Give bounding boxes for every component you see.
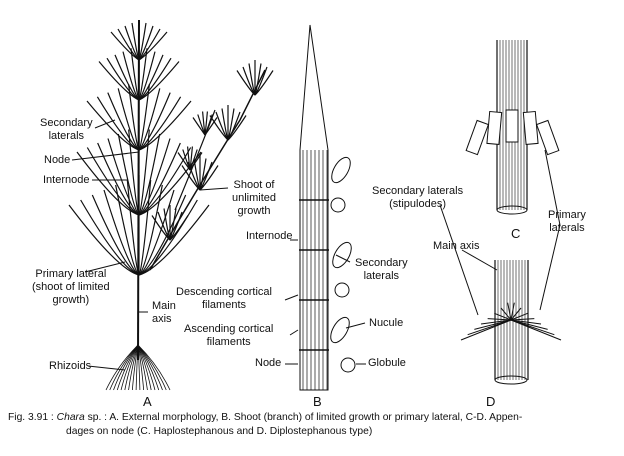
- axis-d: [494, 260, 529, 380]
- primary-lateral-branch: [128, 84, 140, 151]
- label-node-a: Node: [44, 154, 71, 166]
- stipulode: [510, 307, 522, 321]
- primary-lateral-branch: [138, 96, 182, 151]
- primary-lateral-stub: [522, 110, 539, 145]
- primary-lateral-branch: [138, 142, 181, 216]
- primary-lateral-branch: [107, 138, 140, 216]
- globule-icon: [340, 357, 356, 373]
- caption-line1: sp. : A. External morphology, B. Shoot (…: [84, 412, 523, 423]
- leader-line: [544, 149, 561, 226]
- fig-letter-a: A: [143, 394, 152, 409]
- primary-lateral-branch: [199, 165, 219, 191]
- primary-lateral-branch: [227, 111, 241, 141]
- primary-lateral-branch: [138, 31, 168, 61]
- stipulode: [480, 319, 512, 325]
- primary-lateral-branch: [103, 189, 140, 276]
- primary-lateral-branch: [128, 129, 140, 216]
- primary-lateral-branch: [91, 194, 140, 276]
- primary-lateral-branch: [117, 133, 140, 216]
- leader-line: [284, 294, 299, 301]
- fig-letter-c: C: [511, 226, 521, 241]
- primary-lateral-stub: [535, 119, 560, 156]
- caption-genus: Chara: [56, 412, 85, 423]
- stipulode: [510, 319, 542, 325]
- label-ascending-cortical: Ascending cortical filaments: [184, 323, 274, 348]
- primary-lateral-branch: [138, 129, 150, 216]
- stipulode: [494, 312, 512, 321]
- primary-lateral-branch: [96, 96, 140, 151]
- label-shoot-unlimited: Shoot of unlimited growth: [232, 179, 277, 217]
- primary-lateral-branch: [204, 117, 218, 136]
- label-primary-lateral: Primary lateral (shoot of limited growth…: [32, 268, 110, 306]
- label-main-axis-cd: Main axis: [433, 240, 480, 252]
- primary-lateral-stub: [505, 109, 519, 143]
- node-end-d: [494, 375, 528, 385]
- globule-icon: [334, 282, 350, 298]
- primary-lateral-branch: [215, 111, 229, 141]
- primary-lateral-branch: [169, 215, 189, 241]
- leader-line: [289, 329, 299, 336]
- shoot-unlimited-axis: [174, 109, 216, 211]
- shoot-b-axis: [299, 24, 329, 391]
- caption-line2: dages on node (C. Haplostephanous and D.…: [66, 426, 373, 437]
- primary-lateral-branch: [227, 115, 247, 141]
- stipulode: [474, 319, 512, 330]
- shoot-unlimited-axis: [149, 69, 266, 271]
- label-secondary-laterals-a: Secondary laterals: [40, 117, 93, 142]
- leader-line: [439, 204, 479, 316]
- leader-line: [94, 119, 116, 129]
- nucule-icon: [331, 156, 351, 184]
- leader-line: [335, 254, 351, 263]
- label-stipulodes: Secondary laterals (stipulodes): [372, 185, 464, 210]
- primary-lateral-branch: [254, 70, 274, 96]
- stipulode: [500, 307, 512, 321]
- label-descending-cortical: Descending cortical filaments: [176, 286, 272, 311]
- primary-lateral-branch: [138, 61, 180, 101]
- fig-letter-d: D: [486, 394, 496, 409]
- stipulode: [510, 318, 535, 321]
- stipulode: [510, 302, 515, 321]
- label-internode-b: Internode: [246, 230, 293, 242]
- label-secondary-laterals-b: Secondary laterals: [355, 257, 408, 282]
- primary-lateral-stub: [465, 119, 490, 156]
- primary-lateral-branch: [189, 152, 203, 171]
- stipulode: [510, 312, 528, 321]
- primary-lateral-branch: [138, 194, 187, 276]
- label-nucule: Nucule: [369, 317, 404, 329]
- leader-line: [461, 249, 498, 271]
- leader-line: [539, 224, 561, 311]
- leader-line: [84, 261, 126, 273]
- fig-letter-b: B: [313, 394, 322, 409]
- label-primary-laterals: Primary laterals: [548, 209, 586, 234]
- primary-lateral-branch: [97, 142, 140, 216]
- leader-line: [87, 365, 126, 371]
- primary-lateral-branch: [115, 184, 140, 276]
- primary-lateral-branch: [126, 179, 140, 276]
- label-node-b: Node: [255, 357, 282, 369]
- figure-caption: Fig. 3.91 : Chara sp. : A. External morp…: [8, 411, 618, 439]
- nucule-icon: [330, 316, 350, 344]
- primary-lateral-branch: [242, 66, 256, 96]
- leader-line: [199, 187, 229, 191]
- stipulode: [487, 318, 512, 321]
- leader-line: [345, 322, 366, 329]
- label-internode-a: Internode: [43, 174, 90, 186]
- primary-lateral-branch: [138, 179, 152, 276]
- label-main-axis-a: Main axis: [152, 300, 176, 325]
- primary-lateral-branch: [157, 211, 171, 241]
- primary-lateral-branch: [254, 66, 268, 96]
- label-globule: Globule: [368, 357, 406, 369]
- leader-line: [71, 151, 140, 161]
- stipulode: [467, 319, 512, 336]
- label-rhizoids: Rhizoids: [49, 360, 92, 372]
- caption-prefix: Fig. 3.91 :: [8, 412, 57, 423]
- stipulode: [510, 319, 562, 341]
- rhizoid: [137, 344, 171, 391]
- stipulode: [507, 302, 512, 321]
- globule-icon: [330, 197, 346, 213]
- primary-lateral-branch: [138, 204, 210, 276]
- nucule-icon: [332, 241, 352, 269]
- primary-lateral-stub: [486, 110, 503, 145]
